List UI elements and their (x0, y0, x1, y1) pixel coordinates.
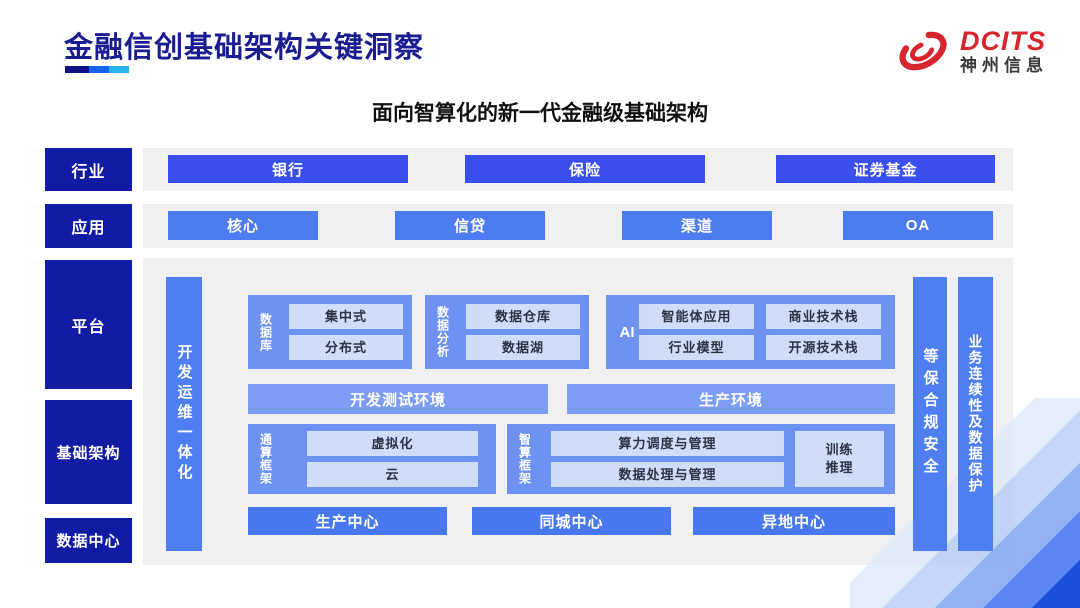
database-panel-label: 数据库 (258, 312, 273, 352)
underline-segment-dark (65, 66, 89, 73)
ai-compute-item-scheduling: 算力调度与管理 (551, 431, 784, 456)
database-item-centralized: 集中式 (289, 304, 403, 329)
title-underline (65, 66, 129, 73)
logo-swirl-icon (899, 31, 947, 71)
app-item-credit: 信贷 (395, 211, 545, 240)
layer-label-application: 应用 (45, 204, 132, 248)
ai-compute-panel-label: 智算框架 (517, 433, 532, 485)
continuity-vertical-bar: 业务连续性及数据保护 (958, 277, 993, 551)
page-title: 金融信创基础架构关键洞察 (64, 32, 425, 64)
center-production: 生产中心 (248, 507, 447, 535)
dev-test-env-bar: 开发测试环境 (248, 384, 548, 414)
database-item-distributed: 分布式 (289, 335, 403, 360)
general-compute-panel-label: 通算框架 (258, 433, 273, 485)
industry-item-securities: 证券基金 (776, 155, 995, 183)
ai-compute-item-data-mgmt: 数据处理与管理 (551, 462, 784, 487)
ai-compute-item-train-infer: 训练 推理 (795, 431, 884, 487)
ai-panel-label: AI (619, 323, 635, 341)
production-env-bar: 生产环境 (567, 384, 895, 414)
devops-vertical-bar: 开发运维一体化 (166, 277, 202, 551)
ai-compute-panel: 智算框架 算力调度与管理 数据处理与管理 训练 推理 (507, 424, 895, 494)
logo-brand-text: DCITS (960, 25, 1046, 56)
train-label: 训练 (825, 442, 854, 458)
analytics-item-warehouse: 数据仓库 (466, 304, 580, 329)
ai-item-industry-model: 行业模型 (639, 335, 754, 360)
center-same-city: 同城中心 (472, 507, 671, 535)
analytics-panel: 数据分析 数据仓库 数据湖 (425, 295, 589, 369)
ai-item-commercial-stack: 商业技术栈 (766, 304, 881, 329)
company-logo: DCITS 神州信息 (894, 22, 1048, 80)
center-remote: 异地中心 (693, 507, 895, 535)
layer-label-infrastructure: 基础架构 (45, 400, 132, 504)
analytics-item-lake: 数据湖 (466, 335, 580, 360)
ai-panel: AI 智能体应用 商业技术栈 行业模型 开源技术栈 (606, 295, 895, 369)
security-vertical-bar: 等保合规安全 (913, 277, 947, 551)
underline-segment-blue (89, 66, 109, 73)
database-panel: 数据库 集中式 分布式 (248, 295, 412, 369)
analytics-panel-label: 数据分析 (435, 306, 450, 358)
compute-item-virtualization: 虚拟化 (307, 431, 478, 456)
diagram-title: 面向智算化的新一代金融级基础架构 (372, 102, 708, 125)
layer-label-platform: 平台 (45, 260, 132, 389)
underline-segment-cyan (109, 66, 129, 73)
ai-item-opensource-stack: 开源技术栈 (766, 335, 881, 360)
industry-item-insurance: 保险 (465, 155, 705, 183)
infer-label: 推理 (825, 460, 854, 475)
layer-label-industry: 行业 (45, 148, 132, 191)
industry-item-bank: 银行 (168, 155, 408, 183)
compute-item-cloud: 云 (307, 462, 478, 487)
layer-label-datacenter: 数据中心 (45, 518, 132, 563)
general-compute-panel: 通算框架 虚拟化 云 (248, 424, 496, 494)
app-item-core: 核心 (168, 211, 318, 240)
app-item-oa: OA (843, 211, 993, 240)
logo-company-text: 神州信息 (960, 56, 1048, 76)
ai-item-agent-app: 智能体应用 (639, 304, 754, 329)
app-item-channel: 渠道 (622, 211, 772, 240)
